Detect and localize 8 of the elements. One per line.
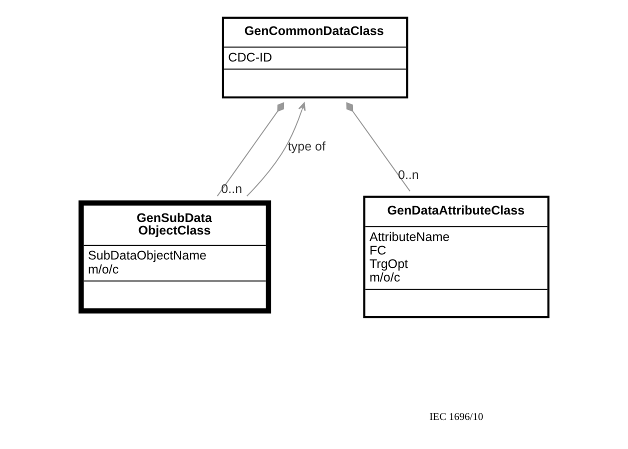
edge-label: 0..n [398, 168, 419, 182]
node-box: GenSubData ObjectClass SubDataObjectName m/o/c [78, 200, 272, 314]
connector [346, 102, 410, 192]
edge-label: type of [288, 139, 326, 154]
connector [216, 102, 284, 196]
edge-label: 0..n [221, 182, 242, 196]
arrow [246, 102, 306, 197]
label: IEC 1696/10 [429, 412, 484, 424]
